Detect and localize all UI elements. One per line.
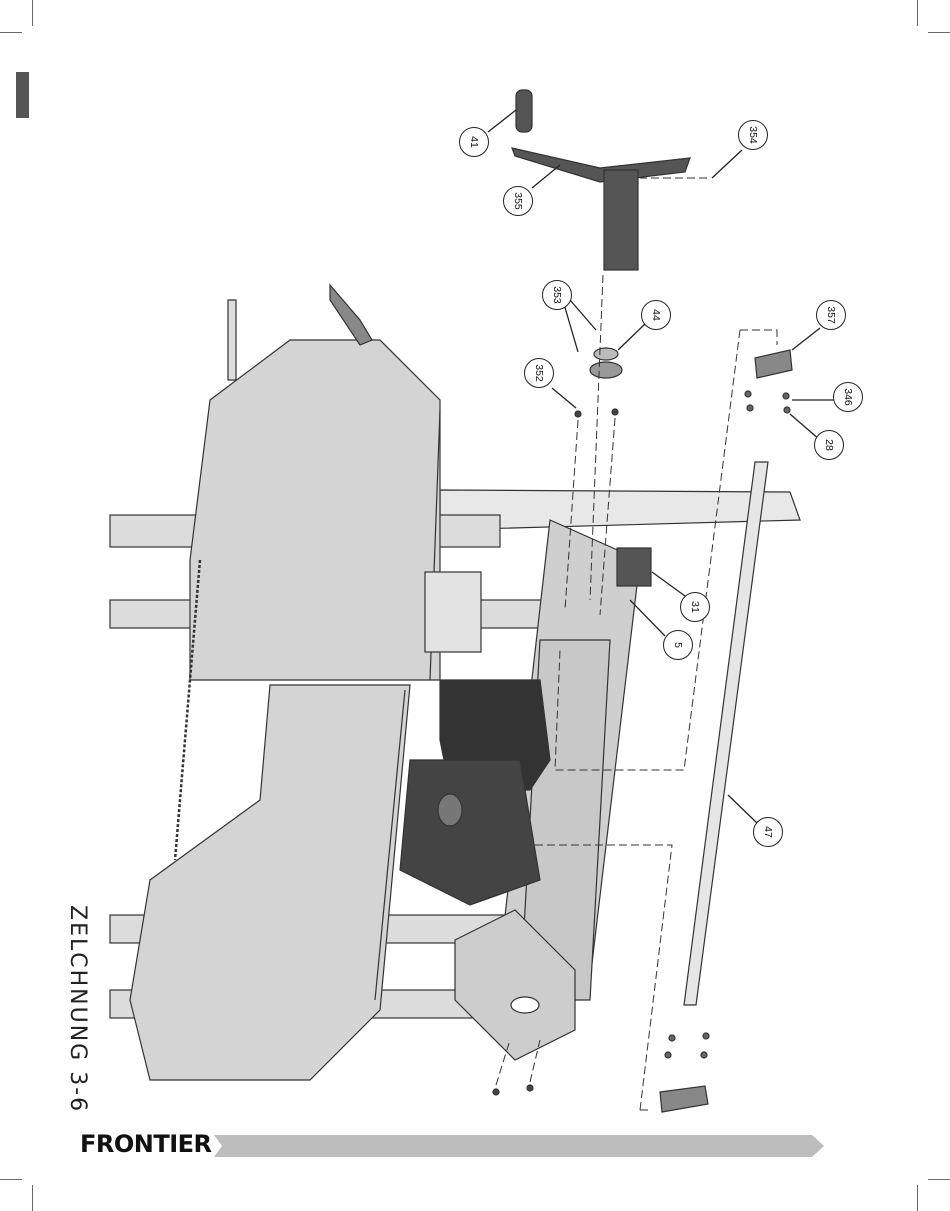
callout-5: 5 <box>663 630 693 660</box>
hub-44-top <box>594 348 618 360</box>
callout-354: 354 <box>738 120 768 150</box>
blade-guard-upper <box>190 340 440 680</box>
shaft-47 <box>684 462 768 1005</box>
washer <box>745 391 751 397</box>
screw-352 <box>612 409 618 415</box>
blade-guard-lower <box>130 685 410 1080</box>
bearing-hole <box>511 997 539 1013</box>
callout-346: 346 <box>833 382 863 412</box>
washer-346 <box>783 393 789 399</box>
crank-shaft <box>604 170 638 270</box>
leader-arrow <box>552 388 576 408</box>
leader-arrow <box>728 795 757 823</box>
leader-arrow <box>712 150 742 178</box>
screw-352 <box>575 411 581 417</box>
bearing-flange-lower <box>660 1086 708 1112</box>
assembly-line <box>740 330 777 345</box>
callout-28: 28 <box>814 430 844 460</box>
nut-28 <box>784 407 790 413</box>
leader-arrow <box>792 328 820 350</box>
crank-handle-355 <box>512 148 690 182</box>
leader-arrow <box>570 300 596 330</box>
callout-41: 41 <box>459 127 489 157</box>
leader-arrow <box>564 304 578 352</box>
callout-355: 355 <box>503 186 533 216</box>
leader-arrow <box>488 110 516 132</box>
part-31-block <box>617 548 651 586</box>
brand-logo-text: FRONTIER <box>80 1130 212 1158</box>
washer <box>701 1052 707 1058</box>
blade-handle <box>330 285 372 345</box>
callout-352: 352 <box>524 358 554 388</box>
motor-box <box>425 572 481 652</box>
engine-pulley <box>438 794 462 826</box>
callout-357: 357 <box>816 300 846 330</box>
knob-41 <box>516 90 532 132</box>
callout-353: 353 <box>542 280 572 310</box>
screw <box>527 1085 533 1091</box>
brand-logo: FRONTIER <box>80 1130 212 1158</box>
hub-44 <box>590 362 622 378</box>
screw <box>493 1089 499 1095</box>
callout-47: 47 <box>753 817 783 847</box>
callout-31: 31 <box>680 592 710 622</box>
leader-arrow <box>532 165 560 188</box>
leader-arrow <box>652 572 685 596</box>
leader-arrow <box>618 324 645 350</box>
bearing-flange-357 <box>755 350 792 378</box>
footer-arrow-bar <box>214 1135 824 1157</box>
engine-body <box>400 760 540 905</box>
nut <box>703 1033 709 1039</box>
drawing-title: ZELCHNUNG 3-6 <box>65 905 90 1113</box>
nut <box>669 1035 675 1041</box>
washer <box>665 1052 671 1058</box>
callout-44: 44 <box>641 300 671 330</box>
leader-arrow <box>630 600 665 636</box>
nut <box>747 405 753 411</box>
footer-bar <box>214 1135 824 1157</box>
tension-bar <box>228 300 236 380</box>
